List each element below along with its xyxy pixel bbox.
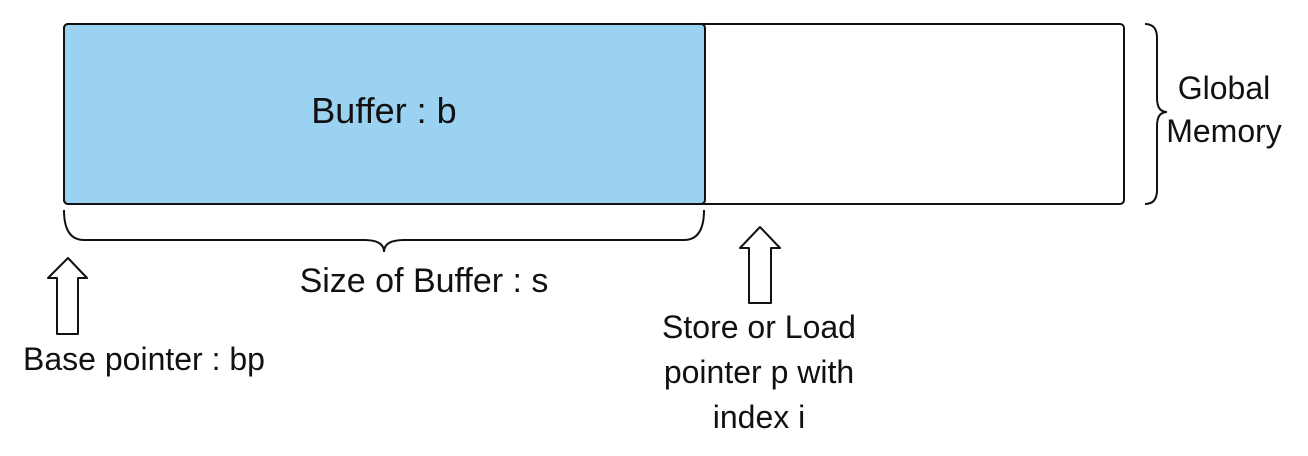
buffer-region: [63, 23, 706, 205]
global-memory-label-line2: Memory: [1166, 113, 1282, 149]
base-pointer-label: Base pointer : bp: [23, 341, 265, 377]
global-memory-label-line1: Global: [1178, 70, 1271, 106]
base-pointer-arrow-icon: [47, 257, 88, 335]
buffer-size-label: Size of Buffer : s: [300, 262, 549, 300]
store-load-pointer-label-line2: pointer p with: [664, 354, 854, 390]
store-load-pointer-arrow-icon: [739, 226, 781, 304]
global-memory-brace: [1144, 23, 1168, 205]
store-load-pointer-label-line3: index i: [713, 399, 806, 435]
buffer-size-brace: [63, 209, 705, 253]
store-load-pointer-label-line1: Store or Load: [662, 309, 856, 345]
buffer-label: Buffer : b: [311, 90, 456, 131]
